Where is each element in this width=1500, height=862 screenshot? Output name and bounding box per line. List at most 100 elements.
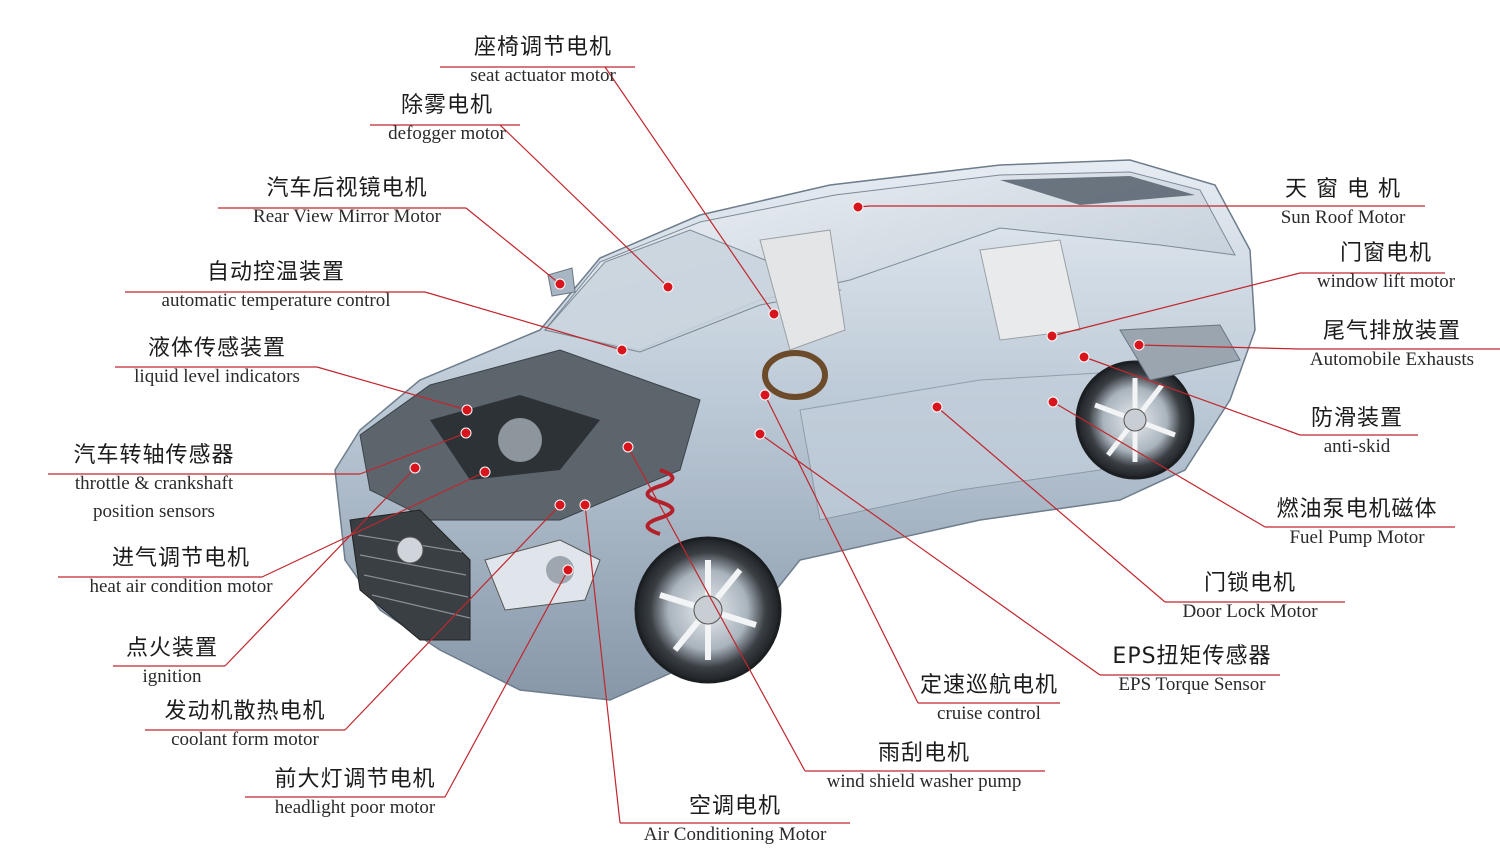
- label-zh: 发动机散热电机: [164, 699, 326, 724]
- label-en: Rear View Mirror Motor: [253, 206, 441, 227]
- label-coolant-form-motor: 发动机散热电机 coolant form motor: [75, 698, 415, 754]
- marker-dot-exhaust[interactable]: [1133, 339, 1145, 351]
- label-en: liquid level indicators: [134, 366, 300, 387]
- label-zh: 空调电机: [688, 794, 781, 819]
- label-throttle-crankshaft-sensors: 汽车转轴传感器 throttle & crankshaft position s…: [0, 442, 324, 526]
- marker-dot-window[interactable]: [1046, 330, 1058, 342]
- label-en: ignition: [142, 666, 202, 687]
- marker-dot-ignition[interactable]: [409, 462, 421, 474]
- label-en: heat air condition motor: [89, 576, 273, 597]
- label-zh: 进气调节电机: [111, 546, 250, 571]
- label-en: Sun Roof Motor: [1280, 207, 1406, 228]
- label-fuel-pump-motor: 燃油泵电机磁体 Fuel Pump Motor: [1187, 496, 1500, 552]
- label-en: defogger motor: [388, 123, 506, 144]
- leader-line-headlight: [444, 569, 569, 798]
- marker-dot-antiskid[interactable]: [1078, 351, 1090, 363]
- leader-line-cruise: [764, 394, 919, 704]
- label-zh: 汽车后视镜电机: [266, 176, 428, 201]
- leader-line-aircon: [584, 504, 621, 824]
- label-zh: 定速巡航电机: [919, 673, 1058, 698]
- leader-lines: [48, 66, 1500, 824]
- label-en: headlight poor motor: [274, 797, 436, 818]
- label-automobile-exhausts: 尾气排放装置 Automobile Exhausts: [1222, 318, 1500, 374]
- leader-line-throttle: [359, 432, 467, 475]
- marker-dot-liquid[interactable]: [461, 404, 473, 416]
- label-en: Air Conditioning Motor: [643, 824, 827, 845]
- leader-line-liquid: [316, 366, 468, 411]
- marker-dot-coolant[interactable]: [554, 499, 566, 511]
- label-zh: 防滑装置: [1310, 406, 1403, 431]
- label-zh: 汽车转轴传感器: [73, 443, 235, 468]
- marker-dot-fuelpump[interactable]: [1047, 396, 1059, 408]
- label-heat-air-condition-motor: 进气调节电机 heat air condition motor: [11, 545, 351, 601]
- label-wind-shield-washer-pump: 雨刮电机 wind shield washer pump: [754, 740, 1094, 796]
- label-en: Automobile Exhausts: [1309, 349, 1475, 370]
- marker-dot-headlight[interactable]: [562, 564, 574, 576]
- label-anti-skid: 防滑装置 anti-skid: [1187, 405, 1500, 461]
- label-en: EPS Torque Sensor: [1118, 674, 1266, 695]
- marker-dot-sunroof[interactable]: [852, 201, 864, 213]
- label-zh: 门锁电机: [1203, 571, 1296, 596]
- label-en: wind shield washer pump: [826, 771, 1022, 792]
- label-door-lock-motor: 门锁电机 Door Lock Motor: [1080, 570, 1420, 626]
- marker-dot-seat[interactable]: [768, 308, 780, 320]
- leader-line-doorlock: [936, 406, 1166, 603]
- label-rear-view-mirror-motor: 汽车后视镜电机 Rear View Mirror Motor: [177, 175, 517, 231]
- marker-dot-doorlock[interactable]: [931, 401, 943, 413]
- component-markers: [409, 201, 1145, 576]
- leader-line-antiskid: [1083, 356, 1301, 436]
- leader-line-defog: [499, 124, 669, 288]
- label-zh: 门窗电机: [1339, 241, 1432, 266]
- label-zh: 天 窗 电 机: [1285, 177, 1401, 202]
- label-zh: EPS扭矩传感器: [1112, 644, 1272, 669]
- marker-dot-wiper[interactable]: [622, 441, 634, 453]
- label-zh: 燃油泵电机磁体: [1276, 497, 1438, 522]
- label-en: position sensors: [93, 501, 215, 522]
- label-en: seat actuator motor: [470, 65, 616, 86]
- marker-dot-throttle[interactable]: [460, 427, 472, 439]
- label-en: window lift motor: [1316, 271, 1456, 292]
- leader-line-fuelpump: [1052, 401, 1266, 528]
- label-zh: 尾气排放装置: [1322, 319, 1461, 344]
- label-seat-actuator-motor: 座椅调节电机 seat actuator motor: [373, 34, 713, 90]
- label-liquid-level-indicators: 液体传感装置 liquid level indicators: [47, 335, 387, 391]
- label-zh: 除雾电机: [400, 93, 493, 118]
- marker-dot-eps[interactable]: [754, 428, 766, 440]
- marker-dot-heatair[interactable]: [479, 466, 491, 478]
- leader-line-seat: [604, 66, 775, 315]
- label-zh: 点火装置: [125, 636, 218, 661]
- label-zh: 液体传感装置: [147, 336, 286, 361]
- label-headlight-poor-motor: 前大灯调节电机 headlight poor motor: [185, 766, 525, 822]
- label-en: Fuel Pump Motor: [1289, 527, 1425, 548]
- label-zh: 自动控温装置: [206, 260, 345, 285]
- label-zh: 前大灯调节电机: [274, 767, 436, 792]
- label-en: automatic temperature control: [161, 290, 391, 311]
- label-defogger-motor: 除雾电机 defogger motor: [277, 92, 617, 148]
- leader-line-coolant: [344, 504, 561, 731]
- marker-dot-aircon[interactable]: [579, 499, 591, 511]
- marker-dot-temp[interactable]: [616, 344, 628, 356]
- leader-line-mirror: [465, 207, 561, 285]
- leader-line-ignition: [224, 467, 416, 667]
- marker-dot-mirror[interactable]: [554, 278, 566, 290]
- leader-line-eps: [759, 433, 1101, 676]
- marker-dot-defog[interactable]: [662, 281, 674, 293]
- label-en: cruise control: [937, 703, 1041, 724]
- leader-line-heatair: [261, 471, 486, 578]
- leader-line-window: [1051, 272, 1301, 337]
- leader-line-exhaust: [1138, 344, 1301, 350]
- leader-line-temp: [424, 291, 623, 351]
- label-sun-roof-motor: 天 窗 电 机 Sun Roof Motor: [1173, 176, 1500, 232]
- marker-dot-cruise[interactable]: [759, 389, 771, 401]
- label-en: throttle & crankshaft: [74, 473, 234, 494]
- label-en: coolant form motor: [171, 729, 319, 750]
- label-en: anti-skid: [1323, 436, 1391, 457]
- label-en: Door Lock Motor: [1182, 601, 1318, 622]
- label-window-lift-motor: 门窗电机 window lift motor: [1216, 240, 1500, 296]
- label-zh: 座椅调节电机: [473, 35, 612, 60]
- label-cruise-control: 定速巡航电机 cruise control: [819, 672, 1159, 728]
- label-air-conditioning-motor: 空调电机 Air Conditioning Motor: [565, 793, 905, 849]
- label-eps-torque-sensor: EPS扭矩传感器 EPS Torque Sensor: [1022, 643, 1362, 699]
